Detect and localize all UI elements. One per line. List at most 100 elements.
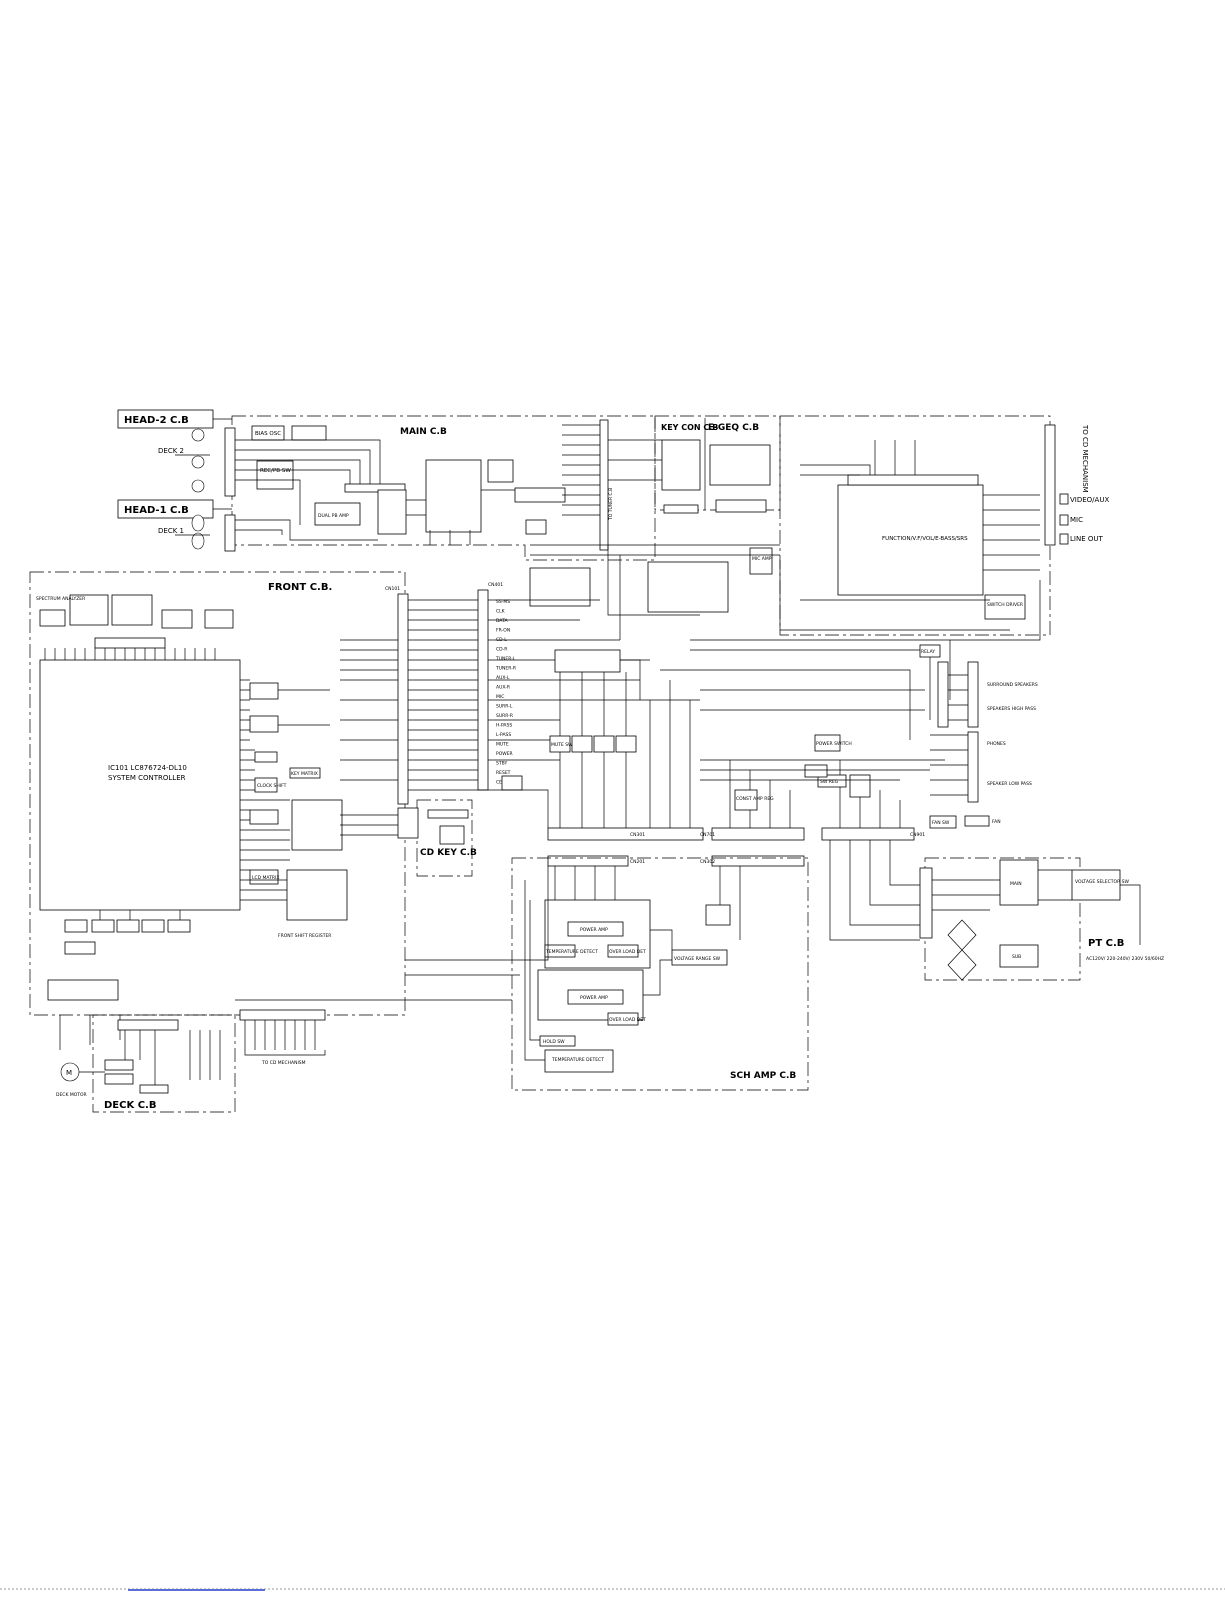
deck-cb-title: DECK C.B xyxy=(104,1100,156,1111)
voltage-range-sw-label: VOLTAGE RANGE SW xyxy=(674,956,721,962)
keycon-cb-title: KEY CON C.B xyxy=(661,423,718,432)
tuner-area: TO TUNER C.B xyxy=(529,488,780,640)
right-terminals: TO CD MECHANISM VIDEO/AUX MIC LINE OUT xyxy=(1044,424,1109,546)
function-vol-label: FUNCTION/V.F/VOL/E-BASS/SRS xyxy=(882,536,968,542)
bus-signal-label: CD-R xyxy=(496,647,507,653)
power-switch-area: POWER SWITCH SW REG CONST AMP REG xyxy=(660,639,951,811)
fan-label: FAN xyxy=(992,819,1001,825)
bus-signal-label: STBY xyxy=(496,761,507,767)
video-aux-label: VIDEO/AUX xyxy=(1070,496,1109,504)
cd-mech-top-label: TO CD MECHANISM xyxy=(1081,424,1089,493)
mic-terminal-label: MIC xyxy=(1070,516,1083,524)
mute-switch-bank: MUTE SW xyxy=(501,649,641,791)
main-right-region: FUNCTION/V.F/VOL/E-BASS/SRS SWITCH DRIVE… xyxy=(749,415,1051,636)
lcd-matrix-label: LCD MATRIX xyxy=(252,875,279,881)
speaker-terminals: RELAY SURROUND SPEAKERS SPEAKERS HIGH PA… xyxy=(919,644,1038,829)
front-shift-register-label: FRONT SHIFT REGISTER xyxy=(278,933,331,939)
cn401-label: CN401 xyxy=(488,582,503,588)
speaker-low-label: SPEAKER LOW PASS xyxy=(987,781,1032,787)
switch-driver-label: SWITCH DRIVER xyxy=(987,602,1023,608)
bus-signal-label: AUX-R xyxy=(496,685,510,691)
pt-main-label: MAIN xyxy=(1010,881,1022,887)
pt-cb-title: PT C.B xyxy=(1088,938,1124,949)
main-connector-bus xyxy=(562,419,609,551)
cn201-label: CN201 xyxy=(630,859,645,865)
dual-pb-amp-label: DUAL PB AMP xyxy=(318,513,349,519)
head1-cb: HEAD-1 C.B DECK 1 xyxy=(117,499,236,552)
spectrum-label: SPECTRUM ANALYZER xyxy=(36,596,85,602)
pt-sub-label: SUB xyxy=(1012,954,1021,960)
key-matrix-front-label: KEY MATRIX xyxy=(291,771,318,777)
sw-reg-label: SW REG xyxy=(820,779,839,785)
voltage-selector-label: VOLTAGE SELECTOR SW xyxy=(1075,879,1129,885)
const-amp-reg-label: CONST AMP REG xyxy=(736,796,774,802)
cdkey-cb: CD KEY C.B xyxy=(340,799,477,877)
power-switch-label: POWER SWITCH xyxy=(816,741,852,747)
bus-signal-label: TUNER-L xyxy=(495,656,516,662)
bias-osc-label: BIAS OSC xyxy=(255,431,281,437)
mute-sw-label-1: MUTE SW xyxy=(551,742,573,748)
temperature-detect-2-label: TEMPERATURE DETECT xyxy=(551,1057,604,1063)
deck-cb-region: DECK C.B M DECK MOTOR xyxy=(56,1014,236,1113)
power-amp-1-label: POWER AMP xyxy=(580,927,608,933)
deck2-label: DECK 2 xyxy=(158,447,184,455)
speakers-high-label: SPEAKERS HIGH PASS xyxy=(987,706,1036,712)
bus-signal-label: AUX-L xyxy=(496,675,510,681)
cn101-label: CN101 xyxy=(385,586,400,592)
keycon-egeq-region: KEY CON C.B E-GEQ C.B xyxy=(608,415,781,514)
bus-signal-label: DATA xyxy=(496,618,509,624)
bus-signal-label: SS-MS xyxy=(496,599,510,605)
head1-cb-title: HEAD-1 C.B xyxy=(124,505,189,516)
head2-cb-title: HEAD-2 C.B xyxy=(124,415,189,426)
cd-mechanism-label: TO CD MECHANISM xyxy=(261,1060,306,1066)
cn301-label: CN301 xyxy=(630,832,645,838)
ac-input-label: AC120V/ 220-240V/ 230V 50/60HZ xyxy=(1086,956,1164,962)
over-load-2-label: OVER LOAD DET xyxy=(609,1017,646,1023)
ic101-label: IC101 LC876724-DL10 xyxy=(108,764,187,772)
surround-label: SURROUND SPEAKERS xyxy=(987,682,1038,688)
bus-signal-label: MIC xyxy=(496,694,504,700)
bus-signal-label: TUNER-R xyxy=(495,666,516,672)
pt-cb-region: PT C.B MAIN SUB VOLTAGE SELECTOR SW AC12… xyxy=(829,840,1164,981)
to-tuner-label: TO TUNER C.B xyxy=(608,488,614,521)
bus-signal-label: H-PASS xyxy=(496,723,512,729)
over-load-1-label: OVER LOAD DET xyxy=(609,949,646,955)
bottom-edge-svg xyxy=(0,1588,1225,1591)
power-amp-2-label: POWER AMP xyxy=(580,995,608,1001)
bus-signal-label: SURR-R xyxy=(496,713,513,719)
cn901-label: CN901 xyxy=(910,832,925,838)
relay-label: RELAY xyxy=(921,649,935,655)
cn302-label: CN302 xyxy=(700,859,715,865)
bottom-edge-bar xyxy=(0,1579,1225,1591)
bus-signal-label: SURR-L xyxy=(496,704,513,710)
front-cb-region: FRONT C.B. IC101 LC876724-DL10 SYSTEM CO… xyxy=(29,571,406,1050)
line-out-label: LINE OUT xyxy=(1070,535,1103,543)
bus-signal-label: MUTE xyxy=(496,742,509,748)
interconnect-wires xyxy=(235,560,1041,1001)
system-controller-label: SYSTEM CONTROLLER xyxy=(108,774,186,782)
bus-signal-label: RESET xyxy=(496,770,511,776)
rec-pb-sw-label: REC/PB SW xyxy=(260,468,291,474)
cdkey-cb-title: CD KEY C.B xyxy=(420,848,477,858)
cd-mechanism-bottom: TO CD MECHANISM xyxy=(239,1009,326,1066)
main-cb-blocks: BIAS OSC REC/PB SW DUAL PB AMP xyxy=(235,425,566,545)
horizontal-connectors: CN301 CN701 CN201 CN302 CN901 xyxy=(408,680,925,867)
main-cb-title: MAIN C.B xyxy=(400,427,447,437)
schamp-cb-region: SCH AMP C.B POWER AMP TEMPERATURE DETECT… xyxy=(511,857,809,1091)
front-cb-title: FRONT C.B. xyxy=(268,582,332,593)
schamp-cb-title: SCH AMP C.B xyxy=(730,1071,796,1081)
hold-sw-label: HOLD SW xyxy=(543,1039,565,1045)
bus-signal-label: CD-L xyxy=(496,637,507,643)
mic-amp-label: MIC AMP xyxy=(752,556,772,562)
head2-cb: HEAD-2 C.B DECK 2 xyxy=(117,409,236,497)
bus-signal-label: POWER xyxy=(496,751,513,757)
deck-motor-label: DECK MOTOR xyxy=(56,1092,87,1098)
clock-shift-label: CLOCK SHIFT xyxy=(257,783,287,789)
deck1-label: DECK 1 xyxy=(158,527,184,535)
phones-label: PHONES xyxy=(987,741,1006,747)
motor-symbol: M xyxy=(66,1069,72,1077)
egeq-cb-title: E-GEQ C.B xyxy=(708,423,759,433)
bus-signal-label: L-PASS xyxy=(496,732,511,738)
fan-sw-label: FAN SW xyxy=(932,820,950,826)
